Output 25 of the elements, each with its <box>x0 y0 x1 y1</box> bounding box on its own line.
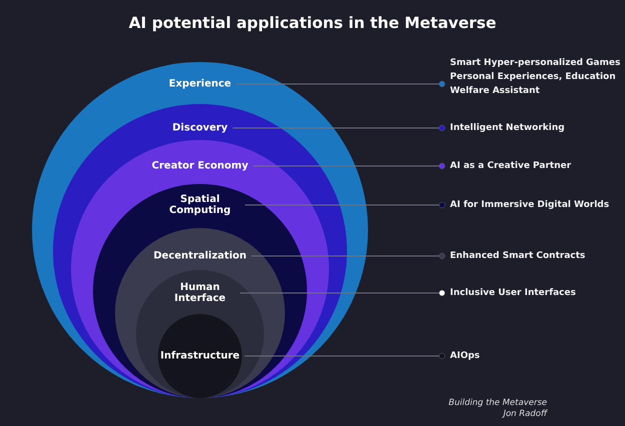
connector-line <box>252 162 446 170</box>
layer-label: Spatial Computing <box>168 194 232 216</box>
diagram-title: AI potential applications in the Metaverse <box>128 14 498 32</box>
credit-line: Jon Radoff <box>501 409 547 420</box>
ring-layer <box>158 314 242 398</box>
connector-line <box>240 290 446 296</box>
application-text: Smart Hyper-personalized Games Personal Experiences, Education Welfare Assistant <box>450 56 625 98</box>
application-text: AI as a Creative Partner <box>450 159 572 173</box>
layer-label: Infrastructure <box>160 350 240 362</box>
application-text: Inclusive User Interfaces <box>450 286 576 300</box>
connector-line <box>236 80 446 88</box>
credit-line: Building the Metaverse <box>448 398 547 409</box>
layer-label: Decentralization <box>154 250 246 262</box>
application-text: AIOps <box>450 349 480 363</box>
layer-label: Creator Economy <box>152 160 248 172</box>
connector-line <box>232 124 446 132</box>
application-text: AI for Immersive Digital Worlds <box>450 198 610 212</box>
layer-label: Experience <box>168 78 232 90</box>
connector-line <box>251 252 446 260</box>
layer-label: Human Interface <box>173 282 227 304</box>
application-text: Enhanced Smart Contracts <box>450 249 586 263</box>
application-text: Intelligent Networking <box>450 121 565 135</box>
layer-label: Discovery <box>172 122 228 134</box>
connector-line <box>244 202 446 208</box>
connector-line <box>244 352 446 360</box>
